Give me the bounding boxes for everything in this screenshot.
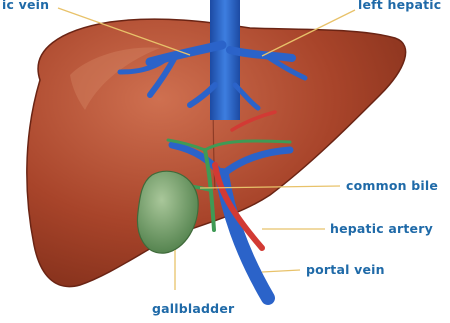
label-left-hepatic-partial: left hepatic <box>358 0 441 12</box>
gallbladder-organ <box>137 171 198 253</box>
label-portal-vein: portal vein <box>306 262 385 277</box>
label-gallbladder: gallbladder <box>152 301 235 316</box>
label-common-bile: common bile <box>346 178 438 193</box>
label-hepatic-artery: hepatic artery <box>330 221 433 236</box>
inferior-vena-cava <box>210 0 240 120</box>
label-hepatic-vein-partial: ic vein <box>2 0 49 12</box>
